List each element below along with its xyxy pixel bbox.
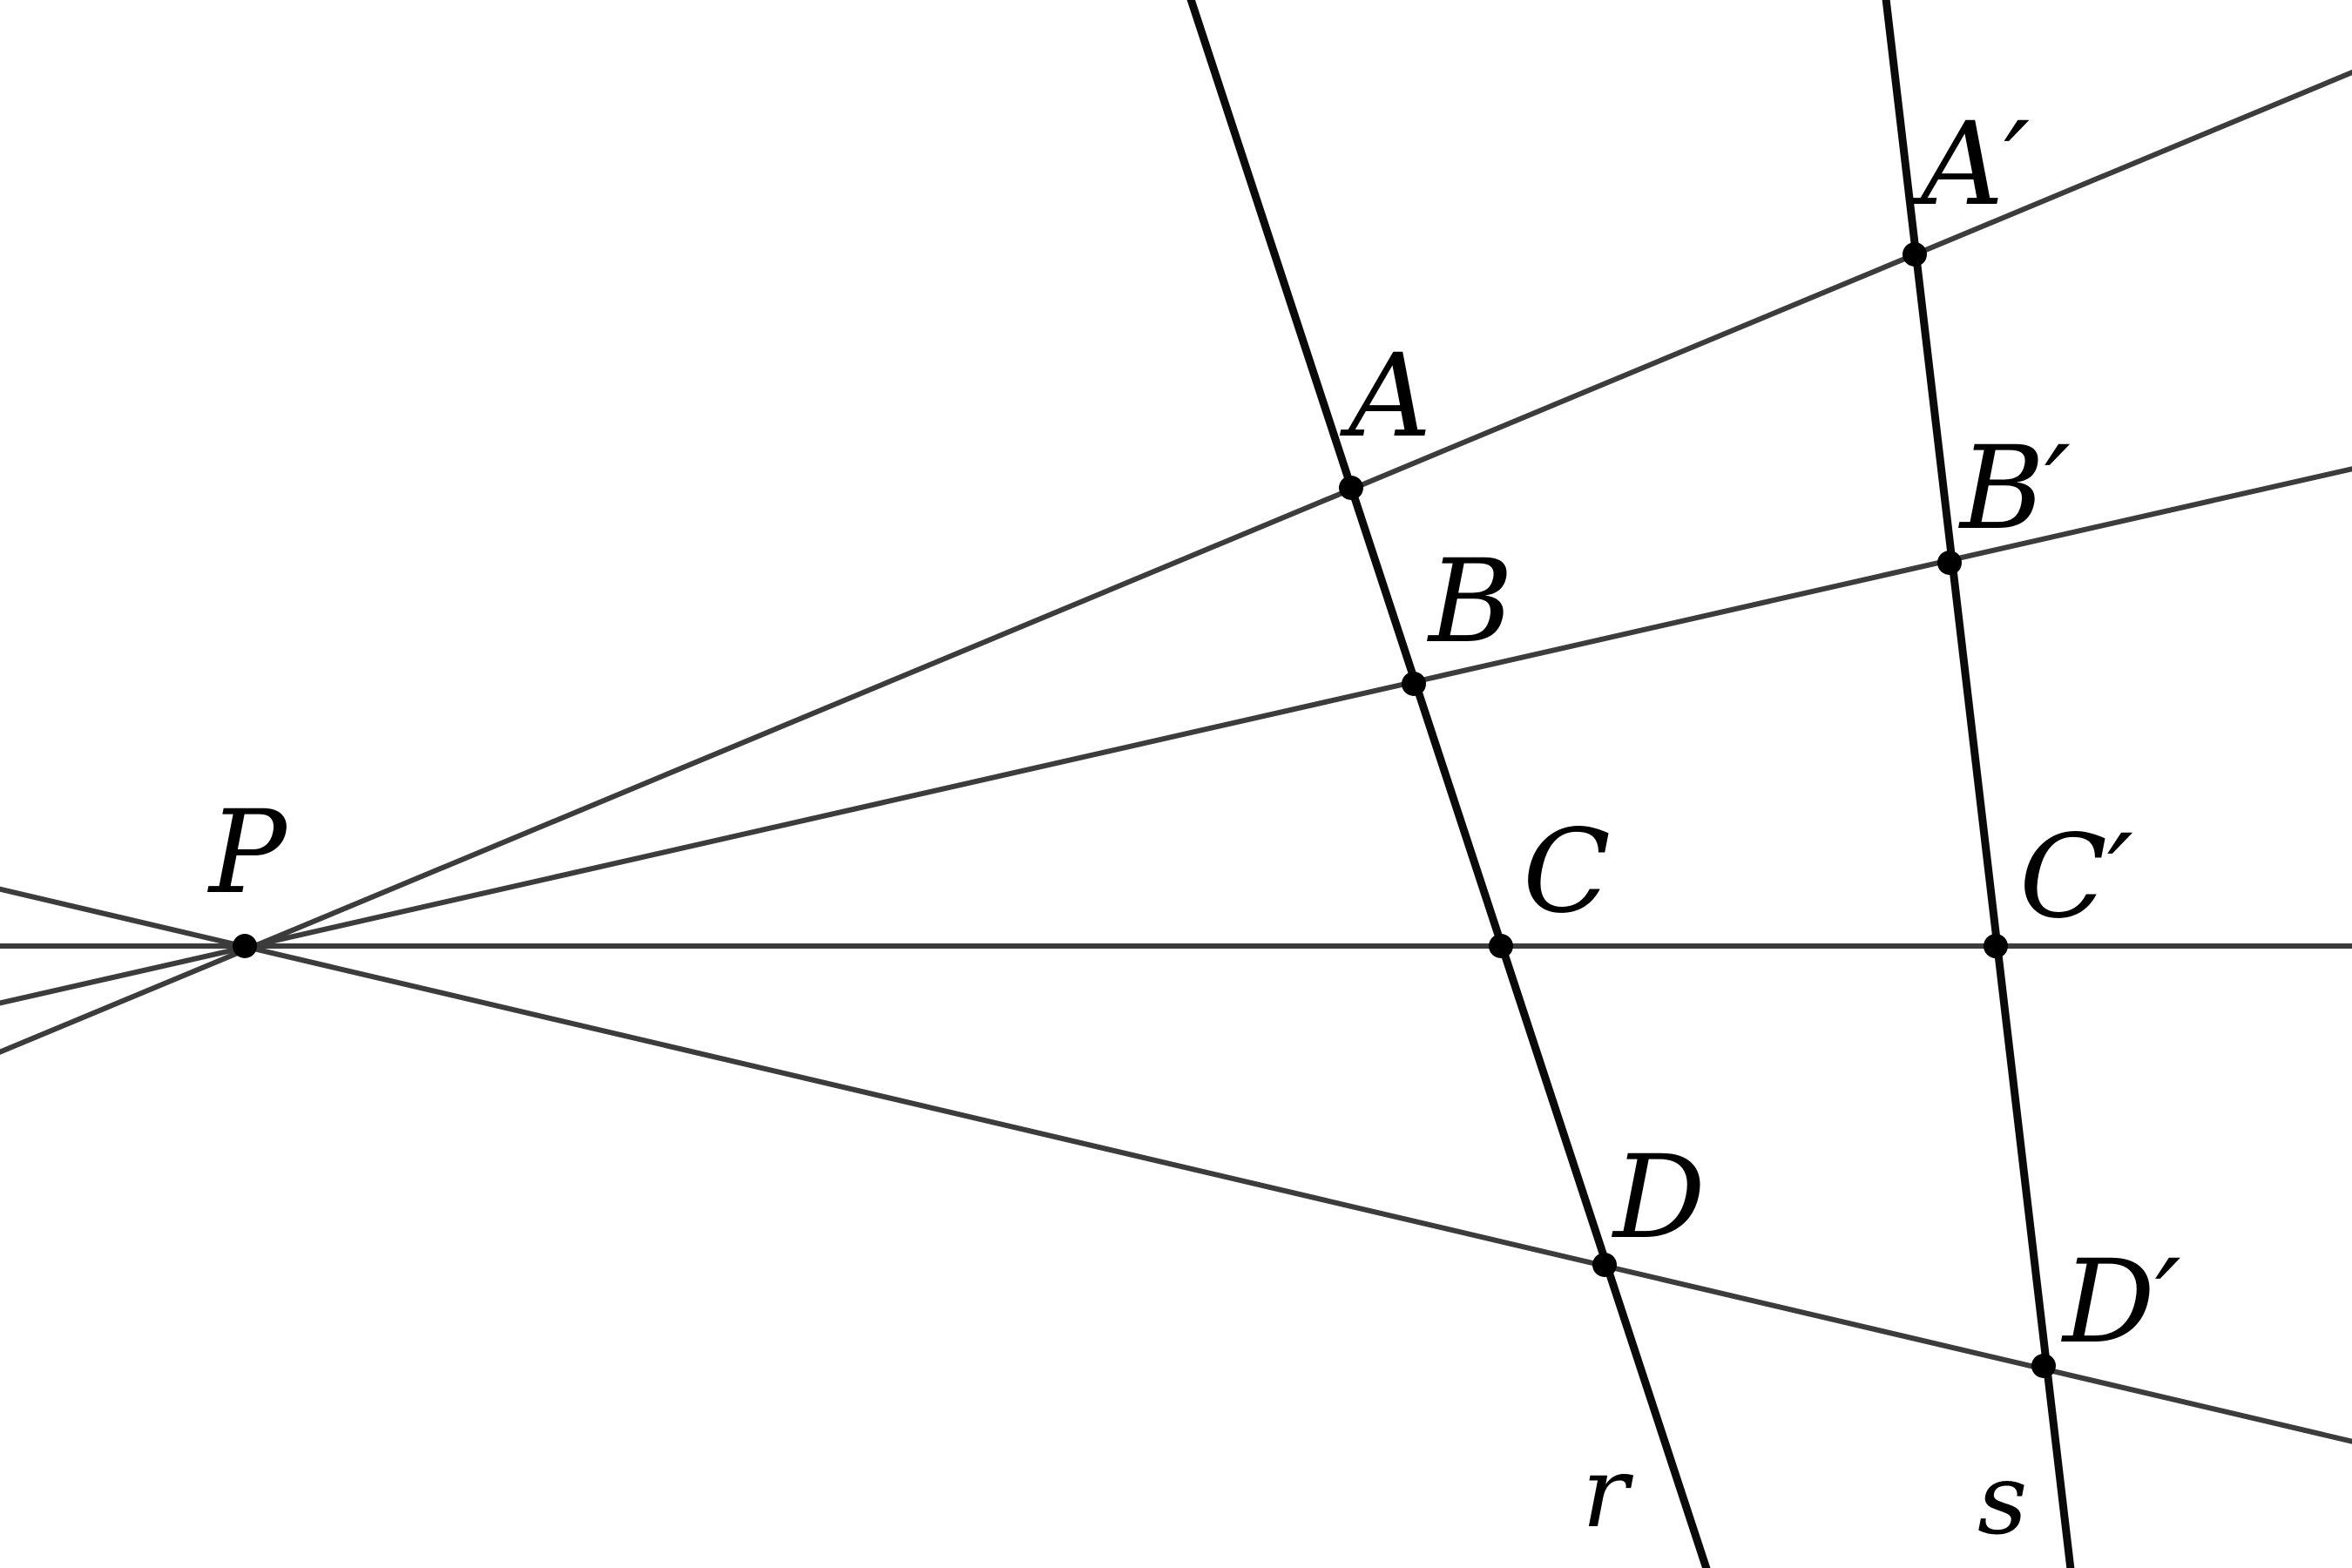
label-a-prime: A′ (1911, 98, 2030, 232)
ray-pb (0, 466, 2352, 1006)
ray-pa (0, 69, 2352, 1055)
label-line-s: s (1977, 1443, 2027, 1557)
label-d-prime: D′ (2061, 1235, 2181, 1369)
point-a (1339, 476, 1363, 500)
point-a-prime (1903, 242, 1927, 267)
point-b-prime (1937, 551, 1962, 575)
ray-pd (0, 886, 2352, 1444)
point-p (233, 934, 257, 958)
label-b-prime: B′ (1958, 422, 2071, 556)
label-c: C (1523, 805, 1611, 939)
rays-from-p (0, 69, 2352, 1444)
point-d-prime (2031, 1354, 2056, 1378)
point-c (1489, 934, 1513, 958)
label-a: A (1339, 329, 1431, 463)
label-line-r: r (1582, 1436, 1634, 1550)
point-b (1402, 672, 1426, 696)
points (233, 242, 2056, 1378)
line-r (1186, 0, 1711, 1568)
label-b: B (1427, 535, 1513, 669)
label-d: D (1612, 1131, 1706, 1265)
point-c-prime (1984, 934, 2008, 958)
label-c-prime: C′ (2019, 810, 2133, 944)
line-s (1882, 0, 2075, 1568)
label-p: P (207, 786, 288, 920)
labels: P A B C D A′ B′ C′ D′ r s (207, 98, 2181, 1557)
point-d (1592, 1253, 1617, 1277)
transversals (1186, 0, 2075, 1568)
